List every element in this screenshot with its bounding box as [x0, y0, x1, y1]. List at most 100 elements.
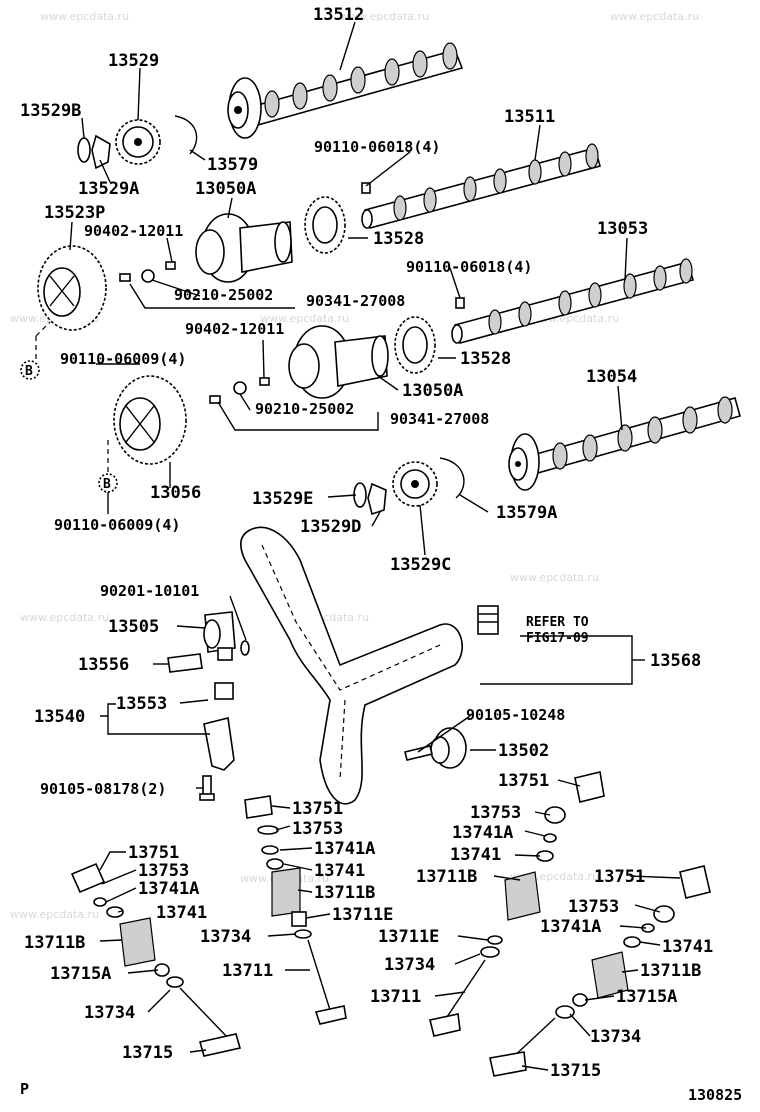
sprocket-13529 — [115, 119, 161, 165]
label-13556: 13556 — [78, 655, 129, 675]
gear-13528-lower — [394, 316, 436, 374]
label-13053: 13053 — [597, 219, 648, 239]
watermark: www.epcdata.ru — [260, 312, 349, 325]
label-90201-10101: 90201-10101 — [100, 582, 199, 600]
fasteners — [119, 182, 465, 404]
sprocket-13529C — [392, 461, 438, 507]
label-13715A-far-right: 13715A — [616, 987, 677, 1007]
label-13579: 13579 — [207, 155, 258, 175]
valve-set-far-right — [489, 865, 711, 1077]
label-13511: 13511 — [504, 107, 555, 127]
gear-13528-upper — [304, 196, 346, 254]
label-13540: 13540 — [34, 707, 85, 727]
label-13715-far-right: 13715 — [550, 1061, 601, 1081]
label-13529D: 13529D — [300, 517, 361, 537]
label-90402-12011-upper: 90402-12011 — [84, 222, 183, 240]
label-13741A-right: 13741A — [452, 823, 513, 843]
label-13529B: 13529B — [20, 101, 81, 121]
camshaft-13511 — [361, 143, 601, 229]
label-13741A-center: 13741A — [314, 839, 375, 859]
label-90110-06009-upper: 90110-06009(4) — [60, 350, 186, 368]
label-13715A-left: 13715A — [50, 964, 111, 984]
idler-13502 — [404, 727, 467, 769]
label-13711B-center: 13711B — [314, 883, 375, 903]
callout-b-lower: B — [98, 473, 118, 493]
label-13751-left: 13751 — [128, 843, 179, 863]
label-13751-center: 13751 — [292, 799, 343, 819]
label-13568: 13568 — [650, 651, 701, 671]
label-13734-far-right: 13734 — [590, 1027, 641, 1047]
label-13529A: 13529A — [78, 179, 139, 199]
figure-code: 130825 — [688, 1086, 742, 1104]
pulley-13523P — [37, 245, 107, 331]
label-90110-06018-lower: 90110-06018(4) — [406, 258, 532, 276]
leader-lines — [35, 21, 681, 1071]
snap-ring-13579 — [174, 115, 198, 155]
part-labels: 13512 13529 13529B 13579 13529A 13511 90… — [20, 5, 742, 1104]
label-13741-left: 13741 — [156, 903, 207, 923]
label-13734-left: 13734 — [84, 1003, 135, 1023]
washer-13529D — [367, 482, 387, 516]
label-13741-far-right: 13741 — [662, 937, 713, 957]
label-13741-center: 13741 — [314, 861, 365, 881]
label-13054: 13054 — [586, 367, 637, 387]
label-13711B-left: 13711B — [24, 933, 85, 953]
bracket-13540 — [203, 682, 235, 771]
callout-b-upper: B — [20, 360, 40, 380]
callout-b-text: B — [103, 477, 111, 492]
label-13751-far-right: 13751 — [594, 867, 645, 887]
label-13734-center: 13734 — [200, 927, 251, 947]
label-13529: 13529 — [108, 51, 159, 71]
tensioner-13505 — [203, 611, 236, 661]
camshaft-13054 — [508, 396, 741, 491]
label-90341-27008-upper: 90341-27008 — [306, 292, 405, 310]
washer-90201 — [240, 640, 250, 656]
label-13753-far-right: 13753 — [568, 897, 619, 917]
label-13711-right: 13711 — [370, 987, 421, 1007]
label-90110-06009-lower: 90110-06009(4) — [54, 516, 180, 534]
label-13753-left: 13753 — [138, 861, 189, 881]
snap-ring-13579A — [439, 457, 465, 499]
label-13050A-lower: 13050A — [402, 381, 463, 401]
label-13711E-center: 13711E — [332, 905, 393, 925]
label-90105-10248: 90105-10248 — [466, 706, 565, 724]
label-13050A-upper: 13050A — [195, 179, 256, 199]
label-13711B-right: 13711B — [416, 867, 477, 887]
watermark: www.epcdata.ru — [610, 10, 699, 23]
vvt-13050A-upper — [195, 213, 293, 283]
label-90210-25002-upper: 90210-25002 — [174, 286, 273, 304]
label-13502: 13502 — [498, 741, 549, 761]
label-13711-center: 13711 — [222, 961, 273, 981]
label-13056: 13056 — [150, 483, 201, 503]
vvt-13050A-lower — [288, 325, 389, 399]
label-90341-27008-lower: 90341-27008 — [390, 410, 489, 428]
label-90110-06018-upper: 90110-06018(4) — [314, 138, 440, 156]
watermark: www.epcdata.ru — [510, 571, 599, 584]
snap-ring-13529B — [77, 137, 91, 163]
camshaft-13053 — [451, 258, 694, 344]
label-13523P: 13523P — [44, 203, 105, 223]
label-13529C: 13529C — [390, 555, 451, 575]
valve-set-left — [70, 862, 242, 1057]
watermark: www.epcdata.ru — [340, 10, 429, 23]
label-13528-upper: 13528 — [373, 229, 424, 249]
valve-set-center — [244, 795, 347, 1025]
bolt-90105-08178 — [199, 775, 215, 801]
label-13753-center: 13753 — [292, 819, 343, 839]
label-13715-left: 13715 — [122, 1043, 173, 1063]
label-13741A-left: 13741A — [138, 879, 199, 899]
label-13512: 13512 — [313, 5, 364, 25]
label-90402-12011-lower: 90402-12011 — [185, 320, 284, 338]
callout-b-text: B — [25, 364, 33, 379]
pin-13556 — [167, 653, 203, 673]
watermark: www.epcdata.ru — [20, 611, 109, 624]
pulley-13056 — [113, 375, 187, 465]
valve-set-right — [429, 771, 605, 1037]
camshaft-13512 — [227, 42, 464, 139]
label-13741-right: 13741 — [450, 845, 501, 865]
label-13711B-far-right: 13711B — [640, 961, 701, 981]
label-90105-08178: 90105-08178(2) — [40, 780, 166, 798]
label-13751-right: 13751 — [498, 771, 549, 791]
label-13711E-right: 13711E — [378, 927, 439, 947]
